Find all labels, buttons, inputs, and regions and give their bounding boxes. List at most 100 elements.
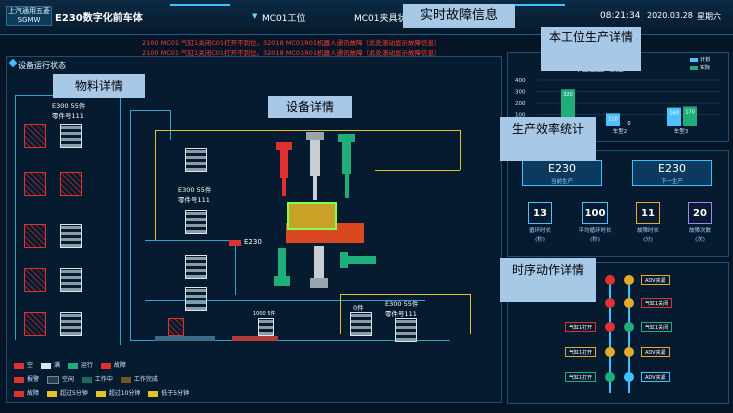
legend-label: 空闲 (61, 376, 74, 383)
cycle-time-unit: (秒) (535, 237, 545, 243)
legend-swatch (148, 390, 159, 397)
logo-text: 上汽通用五菱 (8, 7, 50, 15)
next-car-value: E230 (658, 162, 686, 175)
sequence-step[interactable]: 气缸1关闭 (641, 298, 673, 308)
line (130, 340, 450, 341)
avg-cycle-time-value: 100 (582, 202, 608, 224)
material-rack[interactable] (60, 224, 82, 248)
conveyor-cart (232, 336, 278, 341)
fault-count-label: 故障次数 (688, 228, 711, 234)
legend-label: 低于5分钟 (161, 390, 190, 397)
callout-equipment-details: 设备详情 (268, 96, 352, 118)
line (145, 300, 425, 301)
material-rack[interactable] (185, 255, 207, 279)
legend-row-3: 故障 超过5分钟 超过10分钟 低于5分钟 (14, 388, 189, 397)
legend-swatch (81, 376, 92, 383)
sequence-step[interactable]: ADV夹紧 (641, 275, 670, 285)
material-rack[interactable] (24, 124, 46, 148)
material-rack[interactable] (350, 312, 372, 336)
sequence-node (624, 275, 634, 285)
material-rack[interactable] (24, 268, 46, 292)
legend-swatch-actual (690, 66, 698, 70)
robot-green-2 (274, 248, 290, 286)
line (130, 110, 170, 111)
cycle-time-value: 13 (528, 202, 552, 224)
sequence-step[interactable]: 气缸1关闭 (641, 322, 673, 332)
robot-grey-2 (310, 246, 328, 288)
callout-fault-info: 实时故障信息 (403, 4, 515, 28)
y-tick-label: 200 (515, 101, 526, 107)
sequence-track-left (609, 275, 611, 393)
material-rack[interactable] (24, 224, 46, 248)
sequence-node (605, 347, 615, 357)
line (145, 240, 235, 241)
material-rack[interactable] (395, 318, 417, 342)
fault-duration-label: 故障时长 (636, 228, 659, 234)
line (470, 294, 471, 334)
material-rack[interactable] (60, 124, 82, 148)
header-decoration-left (170, 4, 230, 6)
legend-row-1: 空 满 运行 故障 (14, 360, 126, 369)
station-dropdown-icon[interactable]: ▼ (252, 12, 258, 20)
material-rack[interactable] (24, 172, 46, 196)
sequence-node (624, 322, 634, 332)
clock-time: 08:21:34 (600, 11, 641, 21)
callout-production-details: 本工位生产详情 (541, 27, 641, 71)
legend-label: 故障 (113, 362, 126, 369)
sequence-step[interactable]: 气缸1打开 (565, 372, 597, 382)
legend-swatch (46, 375, 59, 384)
next-car-label: 下一生产 (660, 179, 683, 185)
robot-green-1 (338, 134, 355, 198)
sequence-step[interactable]: ADV夹紧 (641, 347, 670, 357)
line (15, 95, 16, 340)
material-rack[interactable] (60, 312, 82, 336)
y-tick-label: 100 (515, 113, 526, 119)
material-rack[interactable] (60, 268, 82, 292)
material-rack[interactable] (185, 210, 207, 234)
line (130, 110, 131, 340)
robot-green-3 (340, 252, 376, 268)
material-rack[interactable] (258, 318, 274, 336)
sequence-step[interactable]: ADV夹紧 (641, 372, 670, 382)
legend-swatch (14, 362, 24, 369)
y-tick-label: 300 (515, 90, 526, 96)
small-label: 1000 5件 (253, 311, 276, 317)
part-label: E300 55件 (385, 300, 419, 308)
bar-value-label: 0 (627, 121, 630, 127)
company-logo: 上汽通用五菱 SGMW (6, 6, 52, 26)
sequence-step[interactable]: 气缸1打开 (565, 322, 597, 332)
station-selector[interactable]: MC01工位 (262, 14, 306, 24)
material-rack[interactable] (185, 287, 207, 311)
robot-cell-diagram[interactable] (268, 128, 378, 308)
app-title: E230数字化前车体 (55, 13, 143, 24)
alarm-line-1: 2100 MC01 气缸1关闭C01打开不到位。32018 MC01R01机器人… (142, 39, 441, 47)
robot-red (276, 142, 292, 196)
material-rack[interactable] (168, 318, 184, 336)
bar-value-label: 170 (685, 109, 695, 115)
bar-value-label: 160 (669, 111, 679, 117)
legend-swatch (95, 390, 106, 397)
bar-实际 (683, 106, 697, 126)
legend-label: 空 (27, 362, 34, 369)
sequence-step[interactable]: 气缸1打开 (565, 347, 597, 357)
legend-label: 故障 (27, 390, 40, 397)
material-rack[interactable] (24, 312, 46, 336)
robot-grey-1 (306, 132, 324, 200)
line (235, 240, 236, 295)
legend-swatch (67, 362, 78, 369)
y-tick-label: 400 (515, 78, 526, 84)
legend-label-actual: 实际 (700, 65, 711, 71)
legend-swatch (46, 390, 57, 397)
sequence-node (624, 347, 634, 357)
legend-label: 运行 (80, 362, 93, 369)
legend-swatch (14, 376, 24, 383)
sequence-node (605, 372, 615, 382)
material-rack[interactable] (185, 148, 207, 172)
material-rack[interactable] (60, 172, 82, 196)
legend-swatch (14, 390, 24, 397)
clock-weekday: 星期六 (697, 12, 721, 21)
line (340, 294, 470, 295)
sequence-node (605, 298, 615, 308)
top-header: 上汽通用五菱 SGMW E230数字化前车体 ▼ MC01工位 MC01夹具状 … (0, 0, 733, 35)
legend-label-plan: 计划 (700, 57, 711, 63)
